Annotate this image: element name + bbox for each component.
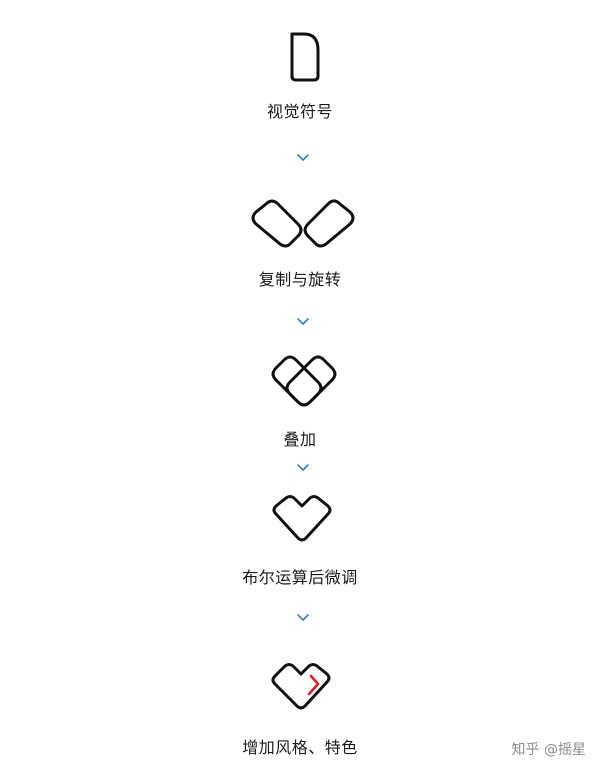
heart-outline-icon [272, 495, 332, 542]
overlap-icon [271, 355, 337, 407]
rotated-pair-icon [251, 199, 355, 248]
d-shape-icon [290, 32, 320, 82]
step-label-4: 布尔运算后微调 [242, 568, 358, 587]
watermark: 知乎 @摇星 [511, 742, 586, 758]
styled-heart-icon [271, 663, 331, 710]
step-label-2: 复制与旋转 [258, 270, 342, 289]
chevron-down-icon [297, 154, 309, 161]
chevron-down-icon [297, 318, 309, 325]
chevron-down-icon [297, 614, 309, 621]
step-label-1: 视觉符号 [266, 102, 333, 121]
chevron-down-icon [297, 464, 309, 471]
step-label-3: 叠加 [283, 430, 317, 449]
step-label-5: 增加风格、特色 [242, 738, 358, 757]
